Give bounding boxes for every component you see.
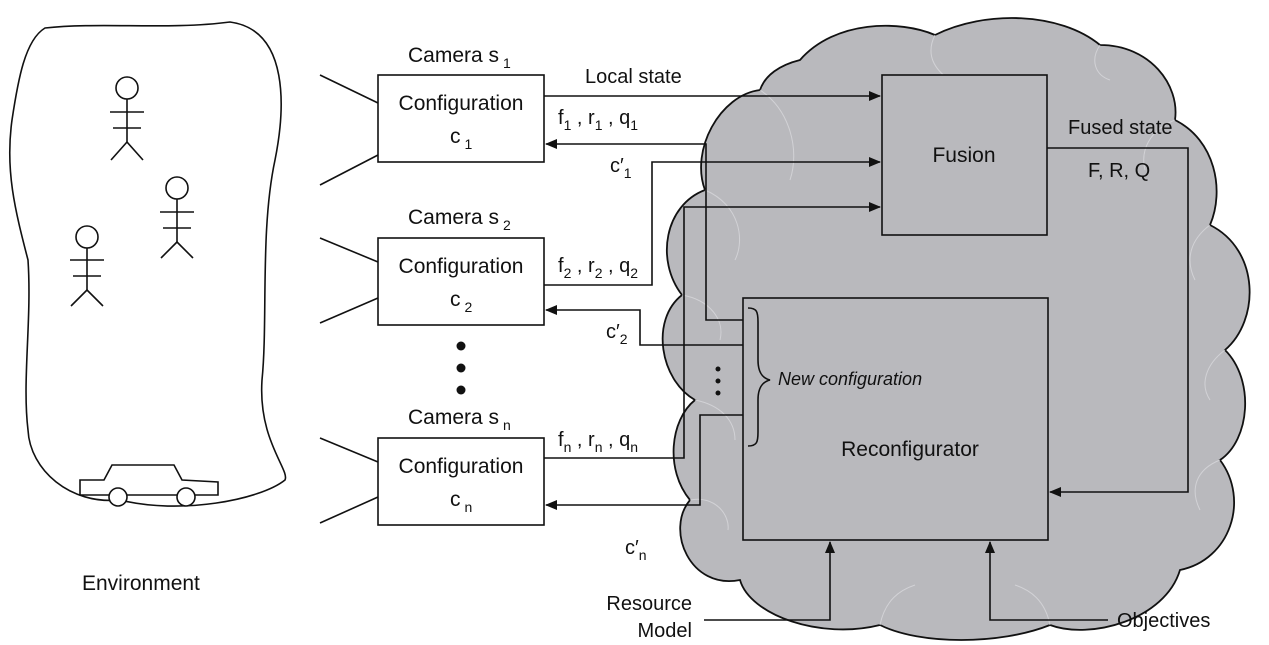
ellipsis-dots [456, 341, 466, 395]
camera-1-output-label: f1 , r1 , q1 [558, 107, 638, 133]
config-n-arrow [545, 414, 743, 510]
camera-2-output-label: f2 , r2 , q2 [558, 255, 638, 281]
fusion-box [881, 74, 1048, 236]
camera-2-output-arrow [544, 157, 881, 286]
configuration-label: Configuration [399, 255, 524, 278]
resource-label-line2: Model [638, 620, 692, 642]
fusion-label: Fusion [932, 144, 995, 167]
camera-n-output-arrow [544, 202, 881, 459]
person-icon [70, 225, 104, 307]
objectives-label: Objectives [1117, 610, 1210, 632]
config-n-label: c′n [625, 537, 647, 563]
environment-region [8, 21, 287, 507]
person-icon [160, 176, 194, 259]
person-icon [110, 76, 144, 161]
configuration-box [377, 237, 545, 326]
new-configuration-label: New configuration [778, 369, 922, 389]
configuration-box [377, 437, 545, 526]
configuration-label: Configuration [399, 455, 524, 478]
fused-state-arrow [1047, 147, 1189, 497]
vertical-ellipsis [715, 366, 721, 396]
config-1-label: c′1 [610, 155, 632, 181]
environment-label: Environment [82, 572, 200, 595]
config-1-arrow [545, 139, 743, 321]
local-state-label: Local state [585, 66, 682, 88]
car-icon [79, 464, 219, 507]
reconfigurator-label: Reconfigurator [841, 438, 979, 461]
resource-model-arrow [704, 541, 835, 621]
config-2-arrow [545, 305, 743, 346]
configuration-box [377, 74, 545, 163]
camera-n-output-label: fn , rn , qn [558, 429, 638, 455]
fused-values-label: F, R, Q [1088, 160, 1150, 182]
fused-state-label: Fused state [1068, 117, 1173, 139]
config-2-label: c′2 [606, 321, 628, 347]
objectives-arrow [985, 541, 1108, 621]
camera-fov-lines [319, 74, 379, 524]
resource-label-line1: Resource [606, 593, 692, 615]
brace-icon [747, 307, 771, 447]
reconfigurator-box [742, 297, 1049, 541]
configuration-label: Configuration [399, 92, 524, 115]
